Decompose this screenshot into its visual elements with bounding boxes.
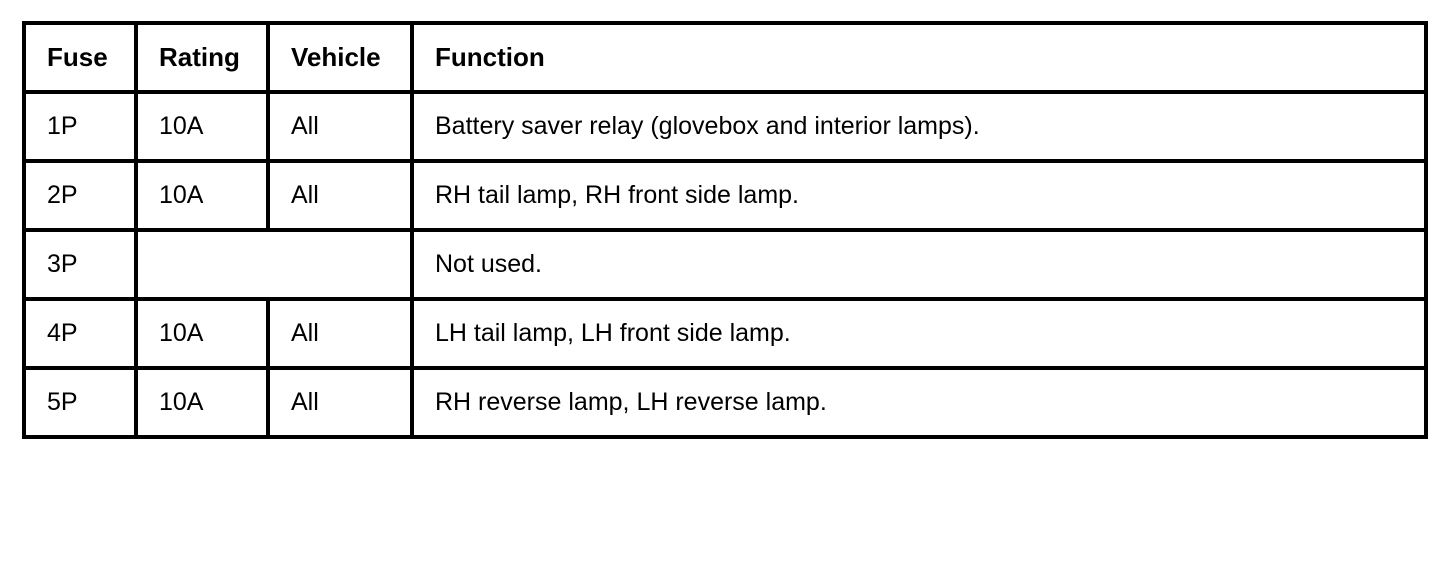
table-row: 2P 10A All RH tail lamp, RH front side l…: [22, 159, 1428, 232]
cell-function: Battery saver relay (glovebox and interi…: [410, 90, 1428, 163]
cell-fuse: 1P: [22, 90, 138, 163]
cell-function: RH reverse lamp, LH reverse lamp.: [410, 366, 1428, 439]
cell-function: Not used.: [410, 228, 1428, 301]
cell-rating: 10A: [134, 366, 270, 439]
cell-fuse: 5P: [22, 366, 138, 439]
table-row: 4P 10A All LH tail lamp, LH front side l…: [22, 297, 1428, 370]
table-row: 5P 10A All RH reverse lamp, LH reverse l…: [22, 366, 1428, 439]
header-rating: Rating: [134, 21, 270, 94]
table-row: 3P Not used.: [22, 228, 1428, 301]
cell-fuse: 2P: [22, 159, 138, 232]
header-vehicle: Vehicle: [266, 21, 414, 94]
cell-function: LH tail lamp, LH front side lamp.: [410, 297, 1428, 370]
cell-vehicle: All: [266, 366, 414, 439]
table-row: 1P 10A All Battery saver relay (glovebox…: [22, 90, 1428, 163]
cell-vehicle: All: [266, 159, 414, 232]
fuse-table: Fuse Rating Vehicle Function 1P 10A All …: [22, 21, 1428, 439]
cell-fuse: 3P: [22, 228, 138, 301]
table-header-row: Fuse Rating Vehicle Function: [22, 21, 1428, 94]
cell-function: RH tail lamp, RH front side lamp.: [410, 159, 1428, 232]
cell-rating: 10A: [134, 297, 270, 370]
cell-vehicle: All: [266, 297, 414, 370]
cell-rating-vehicle-empty: [134, 229, 414, 300]
cell-rating: 10A: [134, 159, 270, 232]
header-fuse: Fuse: [22, 21, 138, 94]
header-function: Function: [410, 21, 1428, 94]
cell-fuse: 4P: [22, 297, 138, 370]
cell-vehicle: All: [266, 90, 414, 163]
cell-rating: 10A: [134, 90, 270, 163]
